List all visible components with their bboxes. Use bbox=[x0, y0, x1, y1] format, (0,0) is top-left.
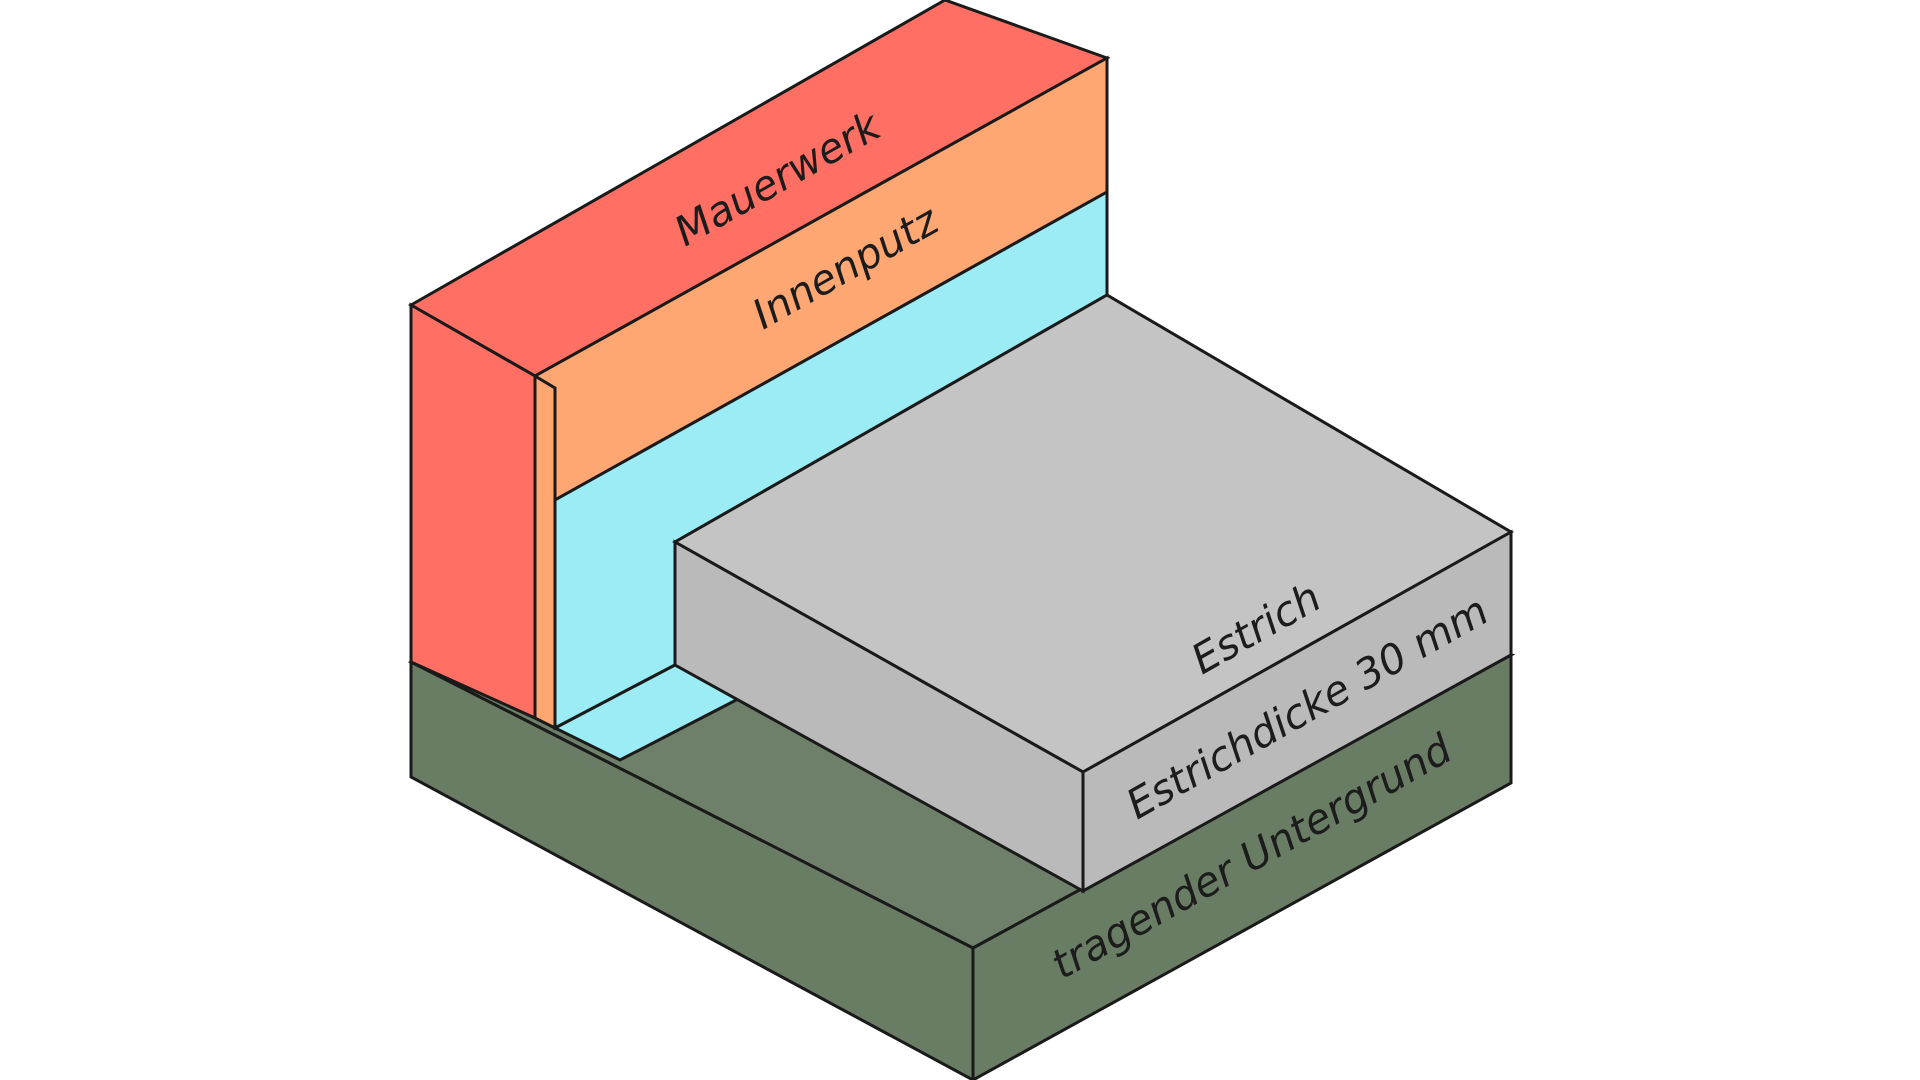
screed-right-face bbox=[1081, 529, 1513, 894]
substrate-left-face bbox=[409, 659, 975, 1080]
masonry-front-face bbox=[409, 302, 537, 721]
plaster-left-strip bbox=[533, 373, 557, 731]
